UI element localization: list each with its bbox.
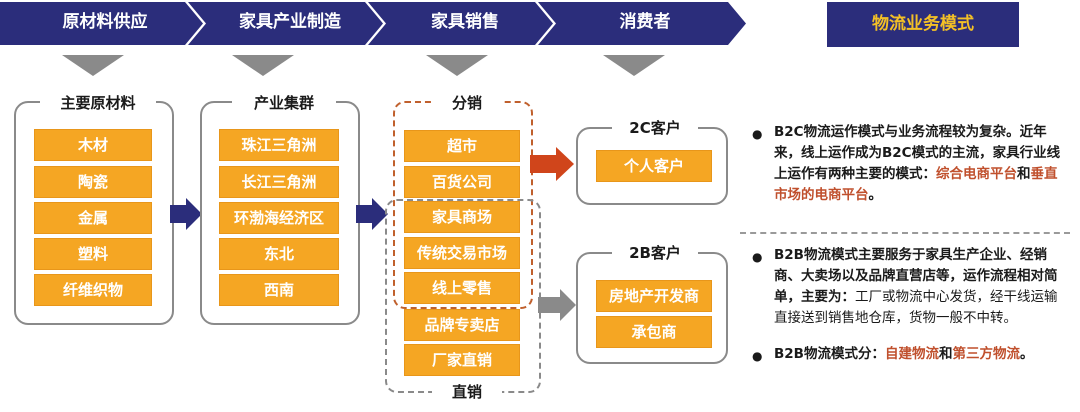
distribution-label: 分销: [432, 92, 502, 113]
cluster-item: 珠江三角洲: [219, 129, 339, 161]
sales-channel-item: 线上零售: [404, 272, 520, 304]
b2c-highlight: 综合电商平台: [936, 166, 1017, 182]
b2b-detail: 工厂或物流中心发货，经干线运输直接送到销售地仓库，货物一般不中转。: [774, 289, 1058, 326]
stage-chevron-raw: [0, 2, 203, 45]
down-arrow-icon: [603, 55, 665, 76]
stage-chevron-consumer: [538, 2, 746, 45]
b2c-customer-item: 个人客户: [596, 150, 712, 182]
flow-arrow-icon: [356, 198, 388, 230]
connector-text: 和: [1017, 166, 1031, 182]
stage-chevron-manufacturing: [188, 2, 383, 45]
direct-sales-label: 直销: [432, 381, 502, 402]
cluster-item: 环渤海经济区: [219, 202, 339, 234]
stage-label: 原材料供应: [62, 12, 148, 32]
cluster-item: 长江三角洲: [219, 166, 339, 198]
stage-label: 家具产业制造: [239, 12, 341, 32]
bullet-icon: ●: [752, 127, 763, 141]
period-text: 。: [1019, 346, 1034, 362]
process-banner: [0, 2, 746, 76]
b2c-intro: B2C物流运作模式与业务流程较为复杂。近年来，线上运作成为B2C模式的主流，家具…: [774, 124, 1061, 182]
sales-channel-item: 厂家直销: [404, 344, 520, 376]
model-title: 物流业务模式: [827, 2, 1019, 47]
flow-arrow-icon: [170, 198, 202, 230]
raw-materials-title: 主要原材料: [40, 92, 156, 113]
b2c-title: 2C客户: [612, 117, 698, 138]
cluster-item: 东北: [219, 238, 339, 270]
b2b-highlight: 自建物流: [884, 346, 939, 362]
cluster-item: 西南: [219, 274, 339, 306]
b2c-arrow-icon: [530, 147, 574, 181]
stage-label: 消费者: [619, 12, 671, 32]
bullet-icon: ●: [752, 250, 763, 264]
sales-channel-item: 超市: [404, 130, 520, 162]
b2b-title: 2B客户: [612, 242, 698, 263]
b2b-description: B2B物流模式主要服务于家具生产企业、经销商、大卖场以及品牌直营店等，运作流程相…: [774, 245, 1068, 329]
clusters-title: 产业集群: [232, 92, 336, 113]
material-item: 金属: [34, 202, 152, 234]
material-item: 陶瓷: [34, 166, 152, 198]
sales-channel-item: 品牌专卖店: [404, 309, 520, 341]
b2b-highlight: 第三方物流: [952, 346, 1020, 362]
b2b-intro: B2B物流模式主要服务于家具生产企业、经销商、大卖场以及品牌直营店等，运作流程相…: [774, 247, 1058, 305]
b2b-types-intro: B2B物流模式分：: [774, 346, 885, 362]
b2c-highlight: 垂直市场的电商平台: [774, 166, 1058, 203]
material-item: 纤维织物: [34, 274, 152, 306]
connector-text: 和: [938, 346, 953, 362]
b2b-customer-item: 承包商: [596, 316, 712, 348]
b2c-description: B2C物流运作模式与业务流程较为复杂。近年来，线上运作成为B2C模式的主流，家具…: [774, 122, 1068, 206]
b2b-arrow-icon: [538, 289, 576, 321]
down-arrow-icon: [62, 55, 124, 76]
sales-channel-item: 家具商场: [404, 201, 520, 233]
material-item: 塑料: [34, 238, 152, 270]
sales-channel-item: 传统交易市场: [404, 237, 520, 269]
stage-label: 家具销售: [431, 12, 499, 32]
sales-channel-item: 百货公司: [404, 166, 520, 198]
b2b-types: B2B物流模式分：自建物流和第三方物流。: [774, 344, 1068, 365]
divider: [740, 232, 1070, 234]
bullet-icon: ●: [752, 349, 763, 363]
stage-chevron-sales: [368, 2, 553, 45]
down-arrow-icon: [426, 55, 488, 76]
b2b-customer-item: 房地产开发商: [596, 280, 712, 312]
down-arrow-icon: [232, 55, 294, 76]
period-text: 。: [868, 187, 883, 203]
material-item: 木材: [34, 129, 152, 161]
